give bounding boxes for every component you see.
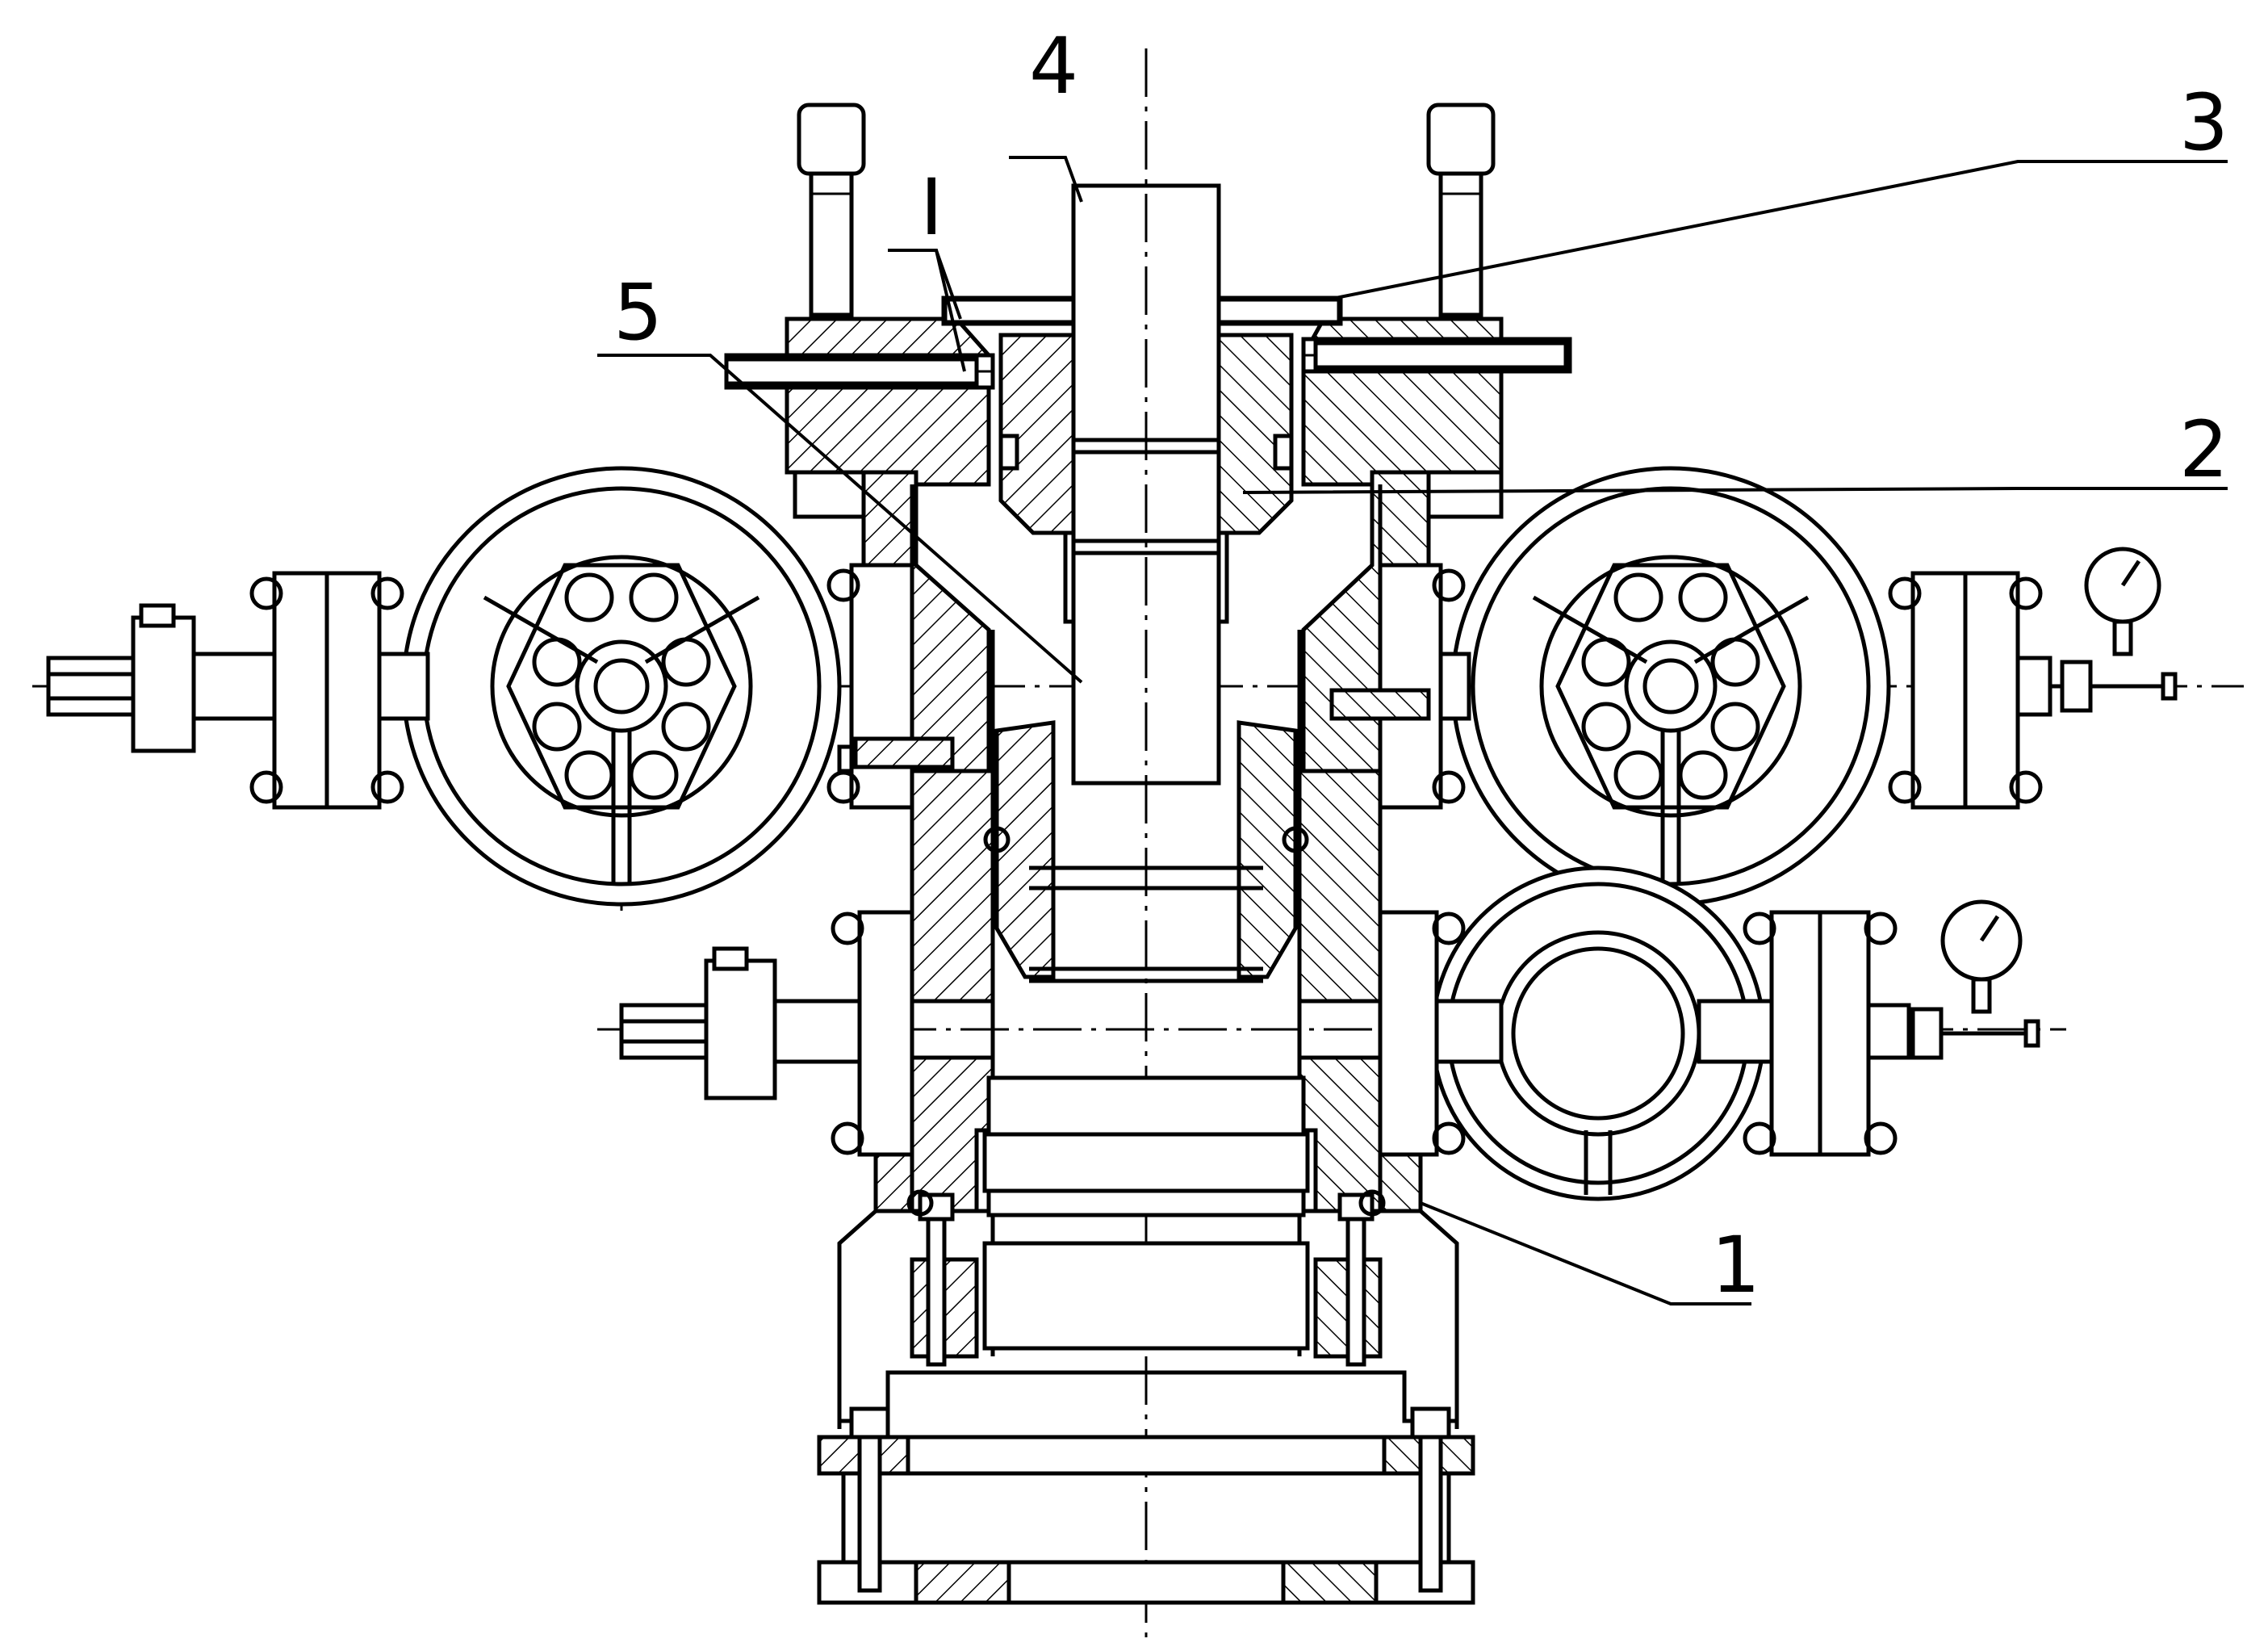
callout-2: 2: [2179, 404, 2228, 495]
pressure-gauge-lower: [1909, 902, 2038, 1058]
callout-4: 4: [1029, 21, 1078, 111]
hose-nozzle-left-upper: [48, 606, 274, 751]
callout-5: 5: [613, 267, 663, 358]
pressure-gauge-upper: [2050, 549, 2175, 710]
callout-I: I: [920, 162, 943, 253]
callout-1: 1: [1711, 1220, 1760, 1310]
handwheel-left-upper: [404, 468, 839, 904]
drill-pipe: [1073, 48, 1219, 807]
handwheel-right-upper: [1453, 468, 1889, 904]
hose-nozzle-left-lower: [621, 949, 860, 1098]
callout-3: 3: [2179, 78, 2228, 168]
